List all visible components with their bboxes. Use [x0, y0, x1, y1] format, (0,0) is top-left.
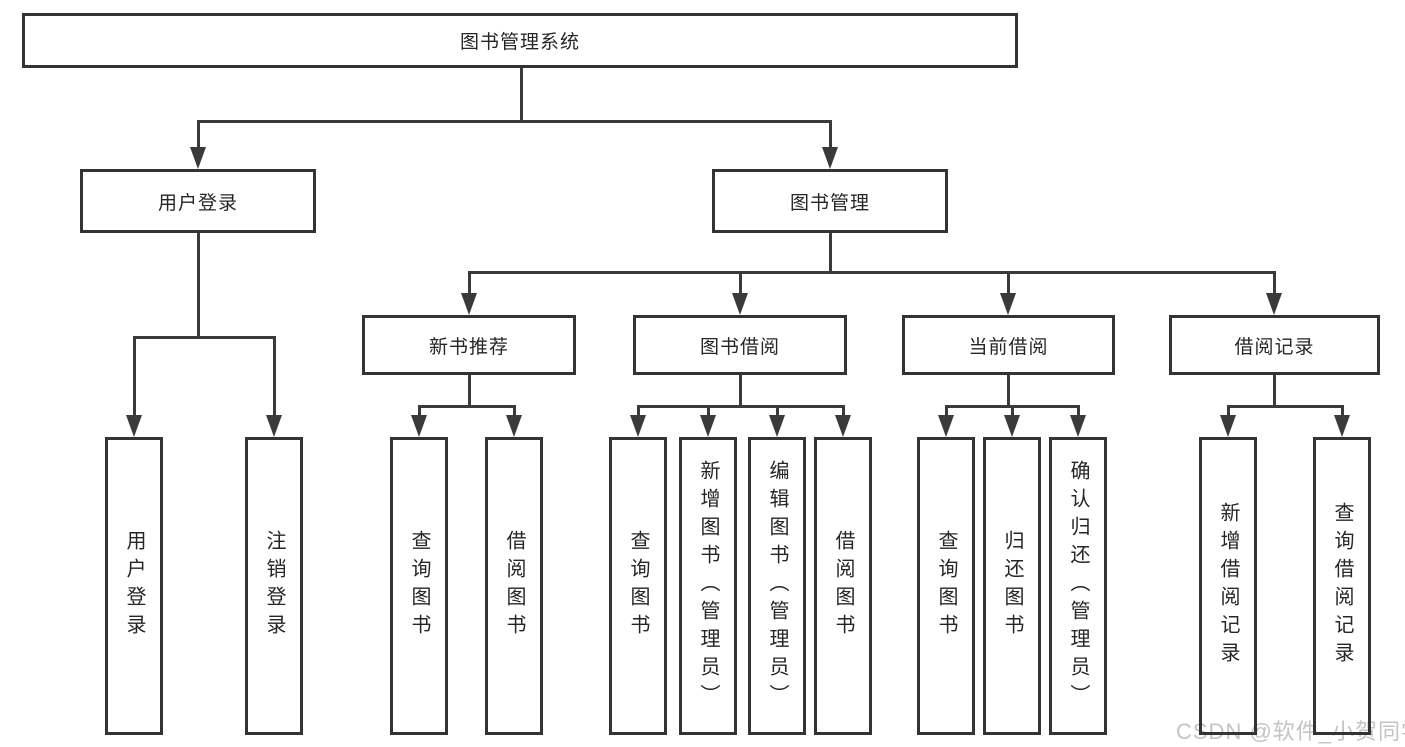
node-user-login: 用户登录 — [80, 169, 316, 233]
arrowhead-down-icon — [1266, 293, 1282, 315]
arrowhead-down-icon — [822, 147, 838, 169]
arrowhead-down-icon — [266, 415, 282, 437]
node-new-book-recommendation: 新书推荐 — [362, 315, 576, 375]
connector-line — [1007, 272, 1010, 296]
arrowhead-down-icon — [700, 415, 716, 437]
arrowhead-down-icon — [1004, 415, 1020, 437]
arrowhead-down-icon — [506, 415, 522, 437]
connector-line — [707, 406, 710, 418]
connector-line — [1227, 405, 1344, 408]
node-current-borrowing: 当前借阅 — [902, 315, 1115, 375]
connector-line — [197, 121, 200, 150]
arrowhead-down-icon — [630, 415, 646, 437]
connector-line — [776, 406, 779, 418]
arrowhead-down-icon — [1000, 293, 1016, 315]
leaf-user-login: 用户登录 — [105, 437, 163, 735]
node-book-borrowing: 图书借阅 — [633, 315, 847, 375]
connector-line — [842, 406, 845, 418]
connector-line — [637, 405, 845, 408]
arrowhead-down-icon — [938, 415, 954, 437]
connector-line — [739, 272, 742, 296]
leaf-logout: 注销登录 — [245, 437, 303, 735]
arrowhead-down-icon — [1334, 415, 1350, 437]
connector-line — [1227, 406, 1230, 418]
connector-line — [513, 406, 516, 418]
node-book-management: 图书管理 — [712, 169, 948, 233]
leaf-query-books-recommend: 查询图书 — [390, 437, 448, 735]
connector-line — [829, 121, 832, 150]
leaf-confirm-return-admin: 确认归还（管理员） — [1049, 437, 1107, 735]
arrowhead-down-icon — [126, 415, 142, 437]
leaf-add-borrow-record: 新增借阅记录 — [1199, 437, 1257, 735]
arrowhead-down-icon — [732, 293, 748, 315]
connector-line — [1341, 406, 1344, 418]
leaf-query-books-borrowing: 查询图书 — [609, 437, 667, 735]
connector-line — [133, 337, 136, 419]
connector-line — [197, 233, 200, 339]
connector-line — [829, 233, 832, 274]
leaf-borrow-books-borrowing: 借阅图书 — [814, 437, 872, 735]
leaf-query-books-current: 查询图书 — [917, 437, 975, 735]
connector-line — [273, 337, 276, 419]
leaf-return-books: 归还图书 — [983, 437, 1041, 735]
connector-line — [1273, 272, 1276, 296]
connector-line — [418, 405, 516, 408]
leaf-borrow-books-recommend: 借阅图书 — [485, 437, 543, 735]
connector-line — [133, 336, 276, 339]
connector-line — [1011, 406, 1014, 418]
arrowhead-down-icon — [1070, 415, 1086, 437]
connector-line — [637, 406, 640, 418]
connector-line — [1273, 375, 1276, 408]
connector-line — [468, 271, 1276, 274]
arrowhead-down-icon — [411, 415, 427, 437]
leaf-add-books-admin: 新增图书（管理员） — [679, 437, 737, 735]
leaf-query-borrow-record: 查询借阅记录 — [1313, 437, 1371, 735]
leaf-edit-books-admin: 编辑图书（管理员） — [748, 437, 806, 735]
connector-line — [739, 375, 742, 408]
connector-line — [520, 68, 523, 122]
arrowhead-down-icon — [835, 415, 851, 437]
connector-line — [1007, 375, 1010, 408]
csdn-watermark: CSDN @软件_小贺同学 — [1176, 719, 1405, 744]
arrowhead-down-icon — [461, 293, 477, 315]
node-book-management-system: 图书管理系统 — [22, 13, 1018, 68]
connector-line — [1077, 406, 1080, 418]
connector-line — [468, 375, 471, 408]
connector-line — [197, 120, 832, 123]
connector-line — [468, 272, 471, 296]
arrowhead-down-icon — [1220, 415, 1236, 437]
arrowhead-down-icon — [769, 415, 785, 437]
node-borrowing-records: 借阅记录 — [1169, 315, 1380, 375]
connector-line — [418, 406, 421, 418]
connector-line — [945, 406, 948, 418]
arrowhead-down-icon — [190, 147, 206, 169]
